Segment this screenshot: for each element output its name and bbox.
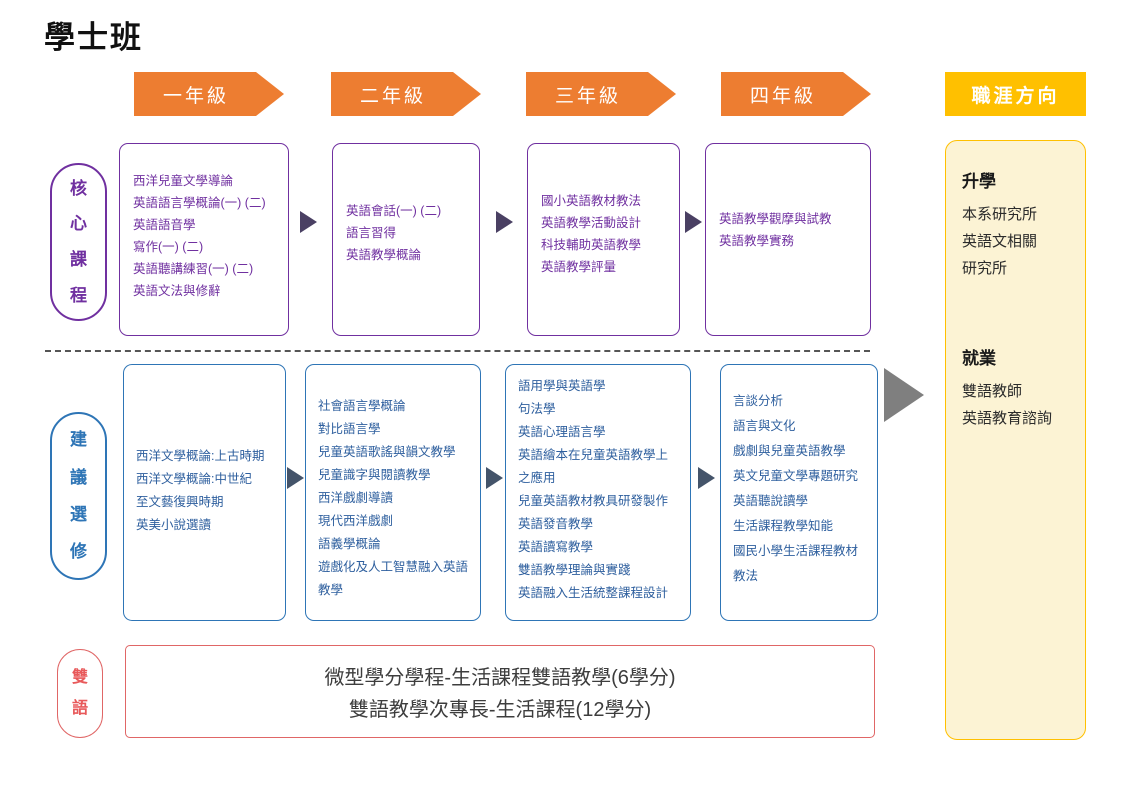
bilingual-box: 微型學分學程-生活課程雙語教學(6學分) 雙語教學次專長-生活課程(12學分) bbox=[125, 645, 875, 738]
bilingual-line: 雙語教學次專長-生活課程(12學分) bbox=[348, 699, 652, 721]
course: 英語聽講練習(一) (二) bbox=[133, 262, 254, 276]
course: 句法學 bbox=[518, 402, 556, 416]
course: 西洋戲劇導讀 bbox=[318, 491, 394, 505]
course: 社會語言學概論 bbox=[318, 399, 406, 413]
bilingual-label: 雙語 bbox=[71, 669, 88, 717]
course: 英語讀寫教學 bbox=[518, 540, 594, 554]
course: 英語教學實務 bbox=[719, 234, 795, 248]
core-box-year4: 英語教學觀摩與試教英語教學實務 bbox=[705, 143, 871, 336]
course: 生活課程教學知能 bbox=[733, 519, 834, 533]
course: 英語聽說讀學 bbox=[733, 494, 809, 508]
course: 雙語教學理論與實踐 bbox=[518, 563, 631, 577]
study-heading: 升學 bbox=[962, 172, 996, 191]
career-arrow-icon bbox=[884, 368, 924, 422]
year-banner-3: 三年級 bbox=[526, 72, 676, 116]
course: 語義學概論 bbox=[318, 537, 381, 551]
course: 英語發音教學 bbox=[518, 517, 594, 531]
elective-box-year2: 社會語言學概論對比語言學兒童英語歌謠與韻文教學兒童識字與閱讀教學西洋戲劇導讀現代… bbox=[305, 364, 481, 621]
course: 兒童識字與閱讀教學 bbox=[318, 468, 431, 482]
course: 英語會話(一) (二) bbox=[346, 204, 442, 218]
core-box-year2: 英語會話(一) (二) 語言習得英語教學概論 bbox=[332, 143, 480, 336]
course: 英語心理語言學 bbox=[518, 425, 606, 439]
year-banner-2: 二年級 bbox=[331, 72, 481, 116]
work-heading: 就業 bbox=[962, 349, 996, 368]
work-list: 雙語教師英語教育諮詢 bbox=[962, 378, 1069, 432]
career-item: 英語教育諮詢 bbox=[962, 410, 1053, 427]
arrow-right-icon bbox=[486, 467, 503, 489]
elective-box-year3: 語用學與英語學句法學英語心理語言學英語繪本在兒童英語教學上之應用兒童英語教材教具… bbox=[505, 364, 691, 621]
course: 英文兒童文學專題研究 bbox=[733, 469, 859, 483]
course: 兒童英語教材教具研發製作 bbox=[518, 494, 669, 508]
course: 遊戲化及人工智慧融入英語教學 bbox=[318, 560, 469, 597]
course: 英語融入生活統整課程設計 bbox=[518, 586, 669, 600]
course: 英語文法與修辭 bbox=[133, 284, 221, 298]
dashed-divider bbox=[45, 350, 870, 352]
course: 國民小學生活課程教材教法 bbox=[733, 544, 859, 583]
course: 語言與文化 bbox=[733, 419, 796, 433]
course: 西洋文學概論:上古時期 bbox=[136, 449, 265, 463]
study-list: 本系研究所英語文相關研究所 bbox=[962, 201, 1069, 282]
course: 國小英語教材教法 bbox=[541, 194, 642, 208]
arrow-right-icon bbox=[496, 211, 513, 233]
career-box: 升學 本系研究所英語文相關研究所 就業 雙語教師英語教育諮詢 bbox=[945, 140, 1086, 740]
year-banner-1: 一年級 bbox=[134, 72, 284, 116]
course: 科技輔助英語教學 bbox=[541, 238, 642, 252]
course: 西洋文學概論:中世紀 bbox=[136, 472, 252, 486]
core-label-pill: 核心課程 bbox=[50, 163, 107, 321]
course: 英語教學評量 bbox=[541, 260, 617, 274]
core-label: 核心課程 bbox=[69, 178, 87, 305]
course: 英語教學概論 bbox=[346, 248, 422, 262]
bilingual-label-pill: 雙語 bbox=[57, 649, 103, 738]
arrow-right-icon bbox=[698, 467, 715, 489]
core-box-year3: 國小英語教材教法英語教學活動設計科技輔助英語教學英語教學評量 bbox=[527, 143, 680, 336]
career-item: 英語文相關 bbox=[962, 233, 1038, 250]
course: 現代西洋戲劇 bbox=[318, 514, 394, 528]
course: 英美小說選讀 bbox=[136, 518, 212, 532]
career-item: 本系研究所 bbox=[962, 206, 1038, 223]
year-banner-4: 四年級 bbox=[721, 72, 871, 116]
course: 戲劇與兒童英語教學 bbox=[733, 444, 846, 458]
elective-box-year1: 西洋文學概論:上古時期西洋文學概論:中世紀至文藝復興時期英美小說選讀 bbox=[123, 364, 286, 621]
career-banner: 職涯方向 bbox=[945, 72, 1086, 116]
electives-label: 建議選修 bbox=[69, 430, 87, 562]
course: 言談分析 bbox=[733, 394, 784, 408]
arrow-right-icon bbox=[685, 211, 702, 233]
page-title: 學士班 bbox=[44, 20, 143, 55]
course: 英語繪本在兒童英語教學上之應用 bbox=[518, 448, 669, 485]
arrow-right-icon bbox=[287, 467, 304, 489]
course: 西洋兒童文學導論 bbox=[133, 174, 234, 188]
course: 英語語音學 bbox=[133, 218, 196, 232]
course: 對比語言學 bbox=[318, 422, 381, 436]
electives-label-pill: 建議選修 bbox=[50, 412, 107, 580]
course: 英語教學觀摩與試教 bbox=[719, 212, 832, 226]
bilingual-line: 微型學分學程-生活課程雙語教學(6學分) bbox=[324, 667, 676, 689]
elective-box-year4: 言談分析語言與文化戲劇與兒童英語教學英文兒童文學專題研究英語聽說讀學生活課程教學… bbox=[720, 364, 878, 621]
arrow-right-icon bbox=[300, 211, 317, 233]
course: 英語語言學概論(一) (二) bbox=[133, 196, 266, 210]
career-item: 研究所 bbox=[962, 260, 1008, 277]
course: 英語教學活動設計 bbox=[541, 216, 642, 230]
career-item: 雙語教師 bbox=[962, 383, 1023, 400]
course: 寫作(一) (二) bbox=[133, 240, 204, 254]
course: 兒童英語歌謠與韻文教學 bbox=[318, 445, 456, 459]
course: 至文藝復興時期 bbox=[136, 495, 224, 509]
course: 語用學與英語學 bbox=[518, 379, 606, 393]
course: 語言習得 bbox=[346, 226, 397, 240]
core-box-year1: 西洋兒童文學導論英語語言學概論(一) (二) 英語語音學寫作(一) (二) 英語聽講… bbox=[119, 143, 289, 336]
